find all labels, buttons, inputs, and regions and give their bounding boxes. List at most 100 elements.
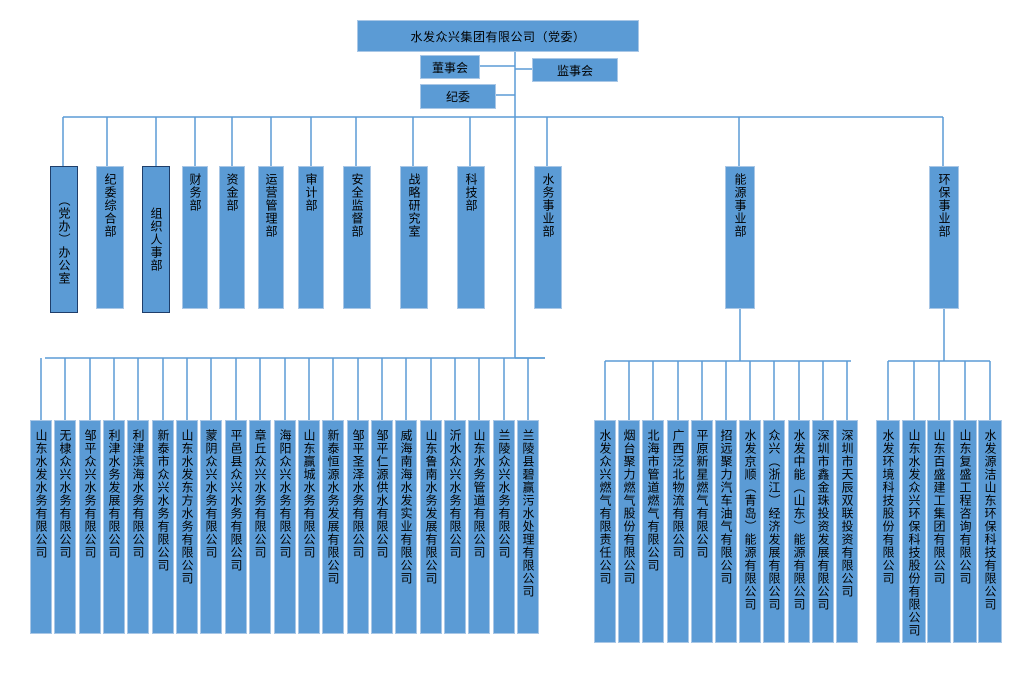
- energy-company-box-10: 深圳市天辰双联投资有限公司: [836, 420, 858, 643]
- water-company-box-11-label: 山东赢城水务有限公司: [302, 429, 316, 559]
- water-company-box-13: 邹平圣泽水务有限公司: [347, 420, 369, 634]
- env-company-box-4-label: 水发源洁山东环保科技有限公司: [983, 429, 997, 611]
- energy-company-box-8-label: 水发中能（山东）能源有限公司: [792, 429, 806, 611]
- water-company-box-1: 无棣众兴水务有限公司: [54, 420, 76, 634]
- dept-box-10: 水务事业部: [534, 166, 562, 309]
- dept-box-12: 环保事业部: [929, 166, 959, 309]
- dept-box-6-label: 审计部: [304, 173, 318, 212]
- water-company-box-12-label: 新泰恒源水务发展有限公司: [326, 429, 340, 585]
- dept-box-7: 安全监督部: [343, 166, 371, 309]
- energy-company-box-8: 水发中能（山东）能源有限公司: [788, 420, 810, 643]
- water-company-box-18: 山东水务管道有限公司: [468, 420, 490, 634]
- dept-box-11: 能源事业部: [725, 166, 755, 309]
- group-headquarters-box: 水发众兴集团有限公司（党委）: [357, 20, 639, 52]
- water-company-box-10-label: 海阳众兴水务有限公司: [278, 429, 292, 559]
- energy-company-box-9-label: 深圳市鑫金珠投资发展有限公司: [816, 429, 830, 611]
- water-company-box-18-label: 山东水务管道有限公司: [472, 429, 486, 559]
- water-company-box-3-label: 利津水务发展有限公司: [107, 429, 121, 559]
- discipline-committee-box-label: 纪委: [445, 90, 470, 104]
- dept-box-0-label: （党办）办公室: [57, 194, 71, 285]
- discipline-committee-box: 纪委: [420, 84, 496, 109]
- energy-company-box-1-label: 烟台聚力燃气股份有限公司: [622, 429, 636, 585]
- water-company-box-17: 沂水众兴水务有限公司: [444, 420, 466, 634]
- env-company-box-4: 水发源洁山东环保科技有限公司: [978, 420, 1002, 643]
- energy-company-box-1: 烟台聚力燃气股份有限公司: [618, 420, 640, 643]
- board-of-supervisors-box-label: 监事会: [556, 63, 593, 78]
- water-company-box-4: 利津滨海水务有限公司: [127, 420, 149, 634]
- energy-company-box-7: 众兴（浙江）经济发展有限公司: [763, 420, 785, 643]
- water-company-box-2-label: 邹平众兴水务有限公司: [83, 429, 97, 559]
- dept-box-10-label: 水务事业部: [541, 173, 555, 238]
- water-company-box-19: 兰陵众兴水务有限公司: [493, 420, 515, 634]
- energy-company-box-10-label: 深圳市天辰双联投资有限公司: [840, 429, 854, 598]
- water-company-box-14-label: 邹平仁源供水有限公司: [375, 429, 389, 559]
- dept-box-8: 战略研究室: [400, 166, 428, 309]
- dept-box-3-label: 财务部: [188, 173, 202, 212]
- water-company-box-19-label: 兰陵众兴水务有限公司: [497, 429, 511, 559]
- water-company-box-5: 新泰市众兴水务有限公司: [152, 420, 174, 634]
- energy-company-box-2: 北海市管道燃气有限公司: [642, 420, 664, 643]
- env-company-box-3-label: 山东复盛工程咨询有限公司: [958, 429, 972, 585]
- water-company-box-5-label: 新泰市众兴水务有限公司: [156, 429, 170, 572]
- env-company-box-1: 山东水发众兴环保科技股份有限公司: [902, 420, 926, 643]
- water-company-box-2: 邹平众兴水务有限公司: [79, 420, 101, 634]
- env-company-box-2: 山东百盛建工集团有限公司: [927, 420, 951, 643]
- dept-box-12-label: 环保事业部: [937, 173, 951, 238]
- env-company-box-0-label: 水发环境科技股份有限公司: [881, 429, 895, 585]
- water-company-box-20-label: 兰陵县碧赢污水处理有限公司: [521, 429, 535, 598]
- dept-box-5-label: 运营管理部: [264, 173, 278, 238]
- energy-company-box-4: 平原新星燃气有限公司: [691, 420, 713, 643]
- water-company-box-10: 海阳众兴水务有限公司: [274, 420, 296, 634]
- dept-box-4: 资金部: [219, 166, 245, 309]
- water-company-box-1-label: 无棣众兴水务有限公司: [58, 429, 72, 559]
- dept-box-9: 科技部: [457, 166, 485, 309]
- water-company-box-15-label: 威海南海水发实业有限公司: [399, 429, 413, 585]
- water-company-box-7: 蒙阴众兴水务有限公司: [200, 420, 222, 634]
- dept-box-11-label: 能源事业部: [733, 173, 747, 238]
- energy-company-box-0-label: 水发众兴燃气有限责任公司: [598, 429, 612, 585]
- energy-company-box-5-label: 招远聚力汽车油气有限公司: [719, 429, 733, 585]
- dept-box-0: （党办）办公室: [50, 166, 78, 313]
- dept-box-2-label: 组织人事部: [149, 207, 163, 272]
- dept-box-1: 纪委综合部: [96, 166, 124, 309]
- water-company-box-6: 山东水发东方水务有限公司: [176, 420, 198, 634]
- dept-box-9-label: 科技部: [464, 173, 478, 212]
- dept-box-7-label: 安全监督部: [350, 173, 364, 238]
- dept-box-4-label: 资金部: [225, 173, 239, 212]
- water-company-box-0: 山东水发水务有限公司: [30, 420, 52, 634]
- water-company-box-7-label: 蒙阴众兴水务有限公司: [204, 429, 218, 559]
- energy-company-box-3-label: 广西泛北物流有限公司: [671, 429, 685, 559]
- env-company-box-0: 水发环境科技股份有限公司: [876, 420, 900, 643]
- water-company-box-11: 山东赢城水务有限公司: [298, 420, 320, 634]
- water-company-box-17-label: 沂水众兴水务有限公司: [448, 429, 462, 559]
- water-company-box-8: 平邑县众兴水务有限公司: [225, 420, 247, 634]
- water-company-box-6-label: 山东水发东方水务有限公司: [180, 429, 194, 585]
- water-company-box-16-label: 山东鲁南水务发展有限公司: [424, 429, 438, 585]
- water-company-box-3: 利津水务发展有限公司: [103, 420, 125, 634]
- dept-box-2: 组织人事部: [142, 166, 170, 313]
- energy-company-box-0: 水发众兴燃气有限责任公司: [594, 420, 616, 643]
- energy-company-box-4-label: 平原新星燃气有限公司: [695, 429, 709, 559]
- water-company-box-20: 兰陵县碧赢污水处理有限公司: [517, 420, 539, 634]
- energy-company-box-2-label: 北海市管道燃气有限公司: [646, 429, 660, 572]
- board-of-directors-box-label: 董事会: [431, 60, 468, 75]
- board-of-directors-box: 董事会: [420, 55, 480, 79]
- energy-company-box-5: 招远聚力汽车油气有限公司: [715, 420, 737, 643]
- energy-company-box-3: 广西泛北物流有限公司: [667, 420, 689, 643]
- energy-company-box-7-label: 众兴（浙江）经济发展有限公司: [767, 429, 781, 611]
- env-company-box-1-label: 山东水发众兴环保科技股份有限公司: [907, 429, 921, 637]
- water-company-box-4-label: 利津滨海水务有限公司: [131, 429, 145, 559]
- env-company-box-2-label: 山东百盛建工集团有限公司: [932, 429, 946, 585]
- dept-box-1-label: 纪委综合部: [103, 173, 117, 238]
- water-company-box-16: 山东鲁南水务发展有限公司: [420, 420, 442, 634]
- dept-box-3: 财务部: [182, 166, 208, 309]
- group-headquarters-box-label: 水发众兴集团有限公司（党委）: [410, 29, 586, 44]
- water-company-box-12: 新泰恒源水务发展有限公司: [322, 420, 344, 634]
- energy-company-box-6: 水发京顺（青岛）能源有限公司: [739, 420, 761, 643]
- water-company-box-15: 威海南海水发实业有限公司: [395, 420, 417, 634]
- water-company-box-9-label: 章丘众兴水务有限公司: [253, 429, 267, 559]
- dept-box-6: 审计部: [298, 166, 324, 309]
- energy-company-box-9: 深圳市鑫金珠投资发展有限公司: [812, 420, 834, 643]
